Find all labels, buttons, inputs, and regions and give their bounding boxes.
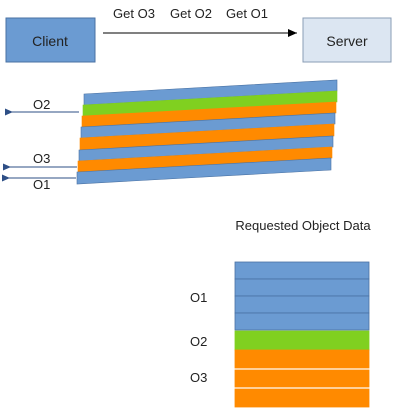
request-label-o1: Get O1 [226,6,268,21]
stream-frame-o1 [76,157,332,185]
requested-frame-o3 [234,388,370,408]
stream-label-o3: O3 [33,151,50,166]
stream-frame-o3 [81,101,337,128]
requested-stack [234,261,370,408]
server-box [302,17,392,63]
client-node: Client [5,17,96,63]
stream-frame-o3 [79,123,335,151]
requested-label-o2: O2 [190,334,207,349]
client-box [5,17,96,63]
client-label: Client [32,33,68,49]
stream-label-o2: O2 [33,97,50,112]
requested-title: Requested Object Data [235,218,371,233]
requested-frame-o3 [234,349,370,369]
requested-frame-o1 [234,295,370,314]
requested-label-o1: O1 [190,290,207,305]
frame-stream [76,79,338,185]
requested-frame-o2 [234,330,370,351]
stream-arrows: O2 O3 O1 [1,97,79,192]
stream-label-o1: O1 [33,177,50,192]
request-label-o2: Get O2 [170,6,212,21]
stream-frame-o2 [82,90,338,117]
request-arrow-group: Get O3 Get O2 Get O1 [103,6,297,37]
server-node: Server [302,17,392,63]
request-label-o3: Get O3 [113,6,155,21]
requested-frame-o1 [234,261,370,280]
stream-frame-o1 [80,112,336,139]
requested-frame-o1 [234,312,370,331]
requested-frame-o1 [234,278,370,297]
stream-frame-o3 [77,146,333,173]
requested-frame-o3 [234,369,370,388]
requested-label-o3: O3 [190,370,207,385]
stream-frame-o1 [78,135,334,162]
server-label: Server [326,33,368,49]
